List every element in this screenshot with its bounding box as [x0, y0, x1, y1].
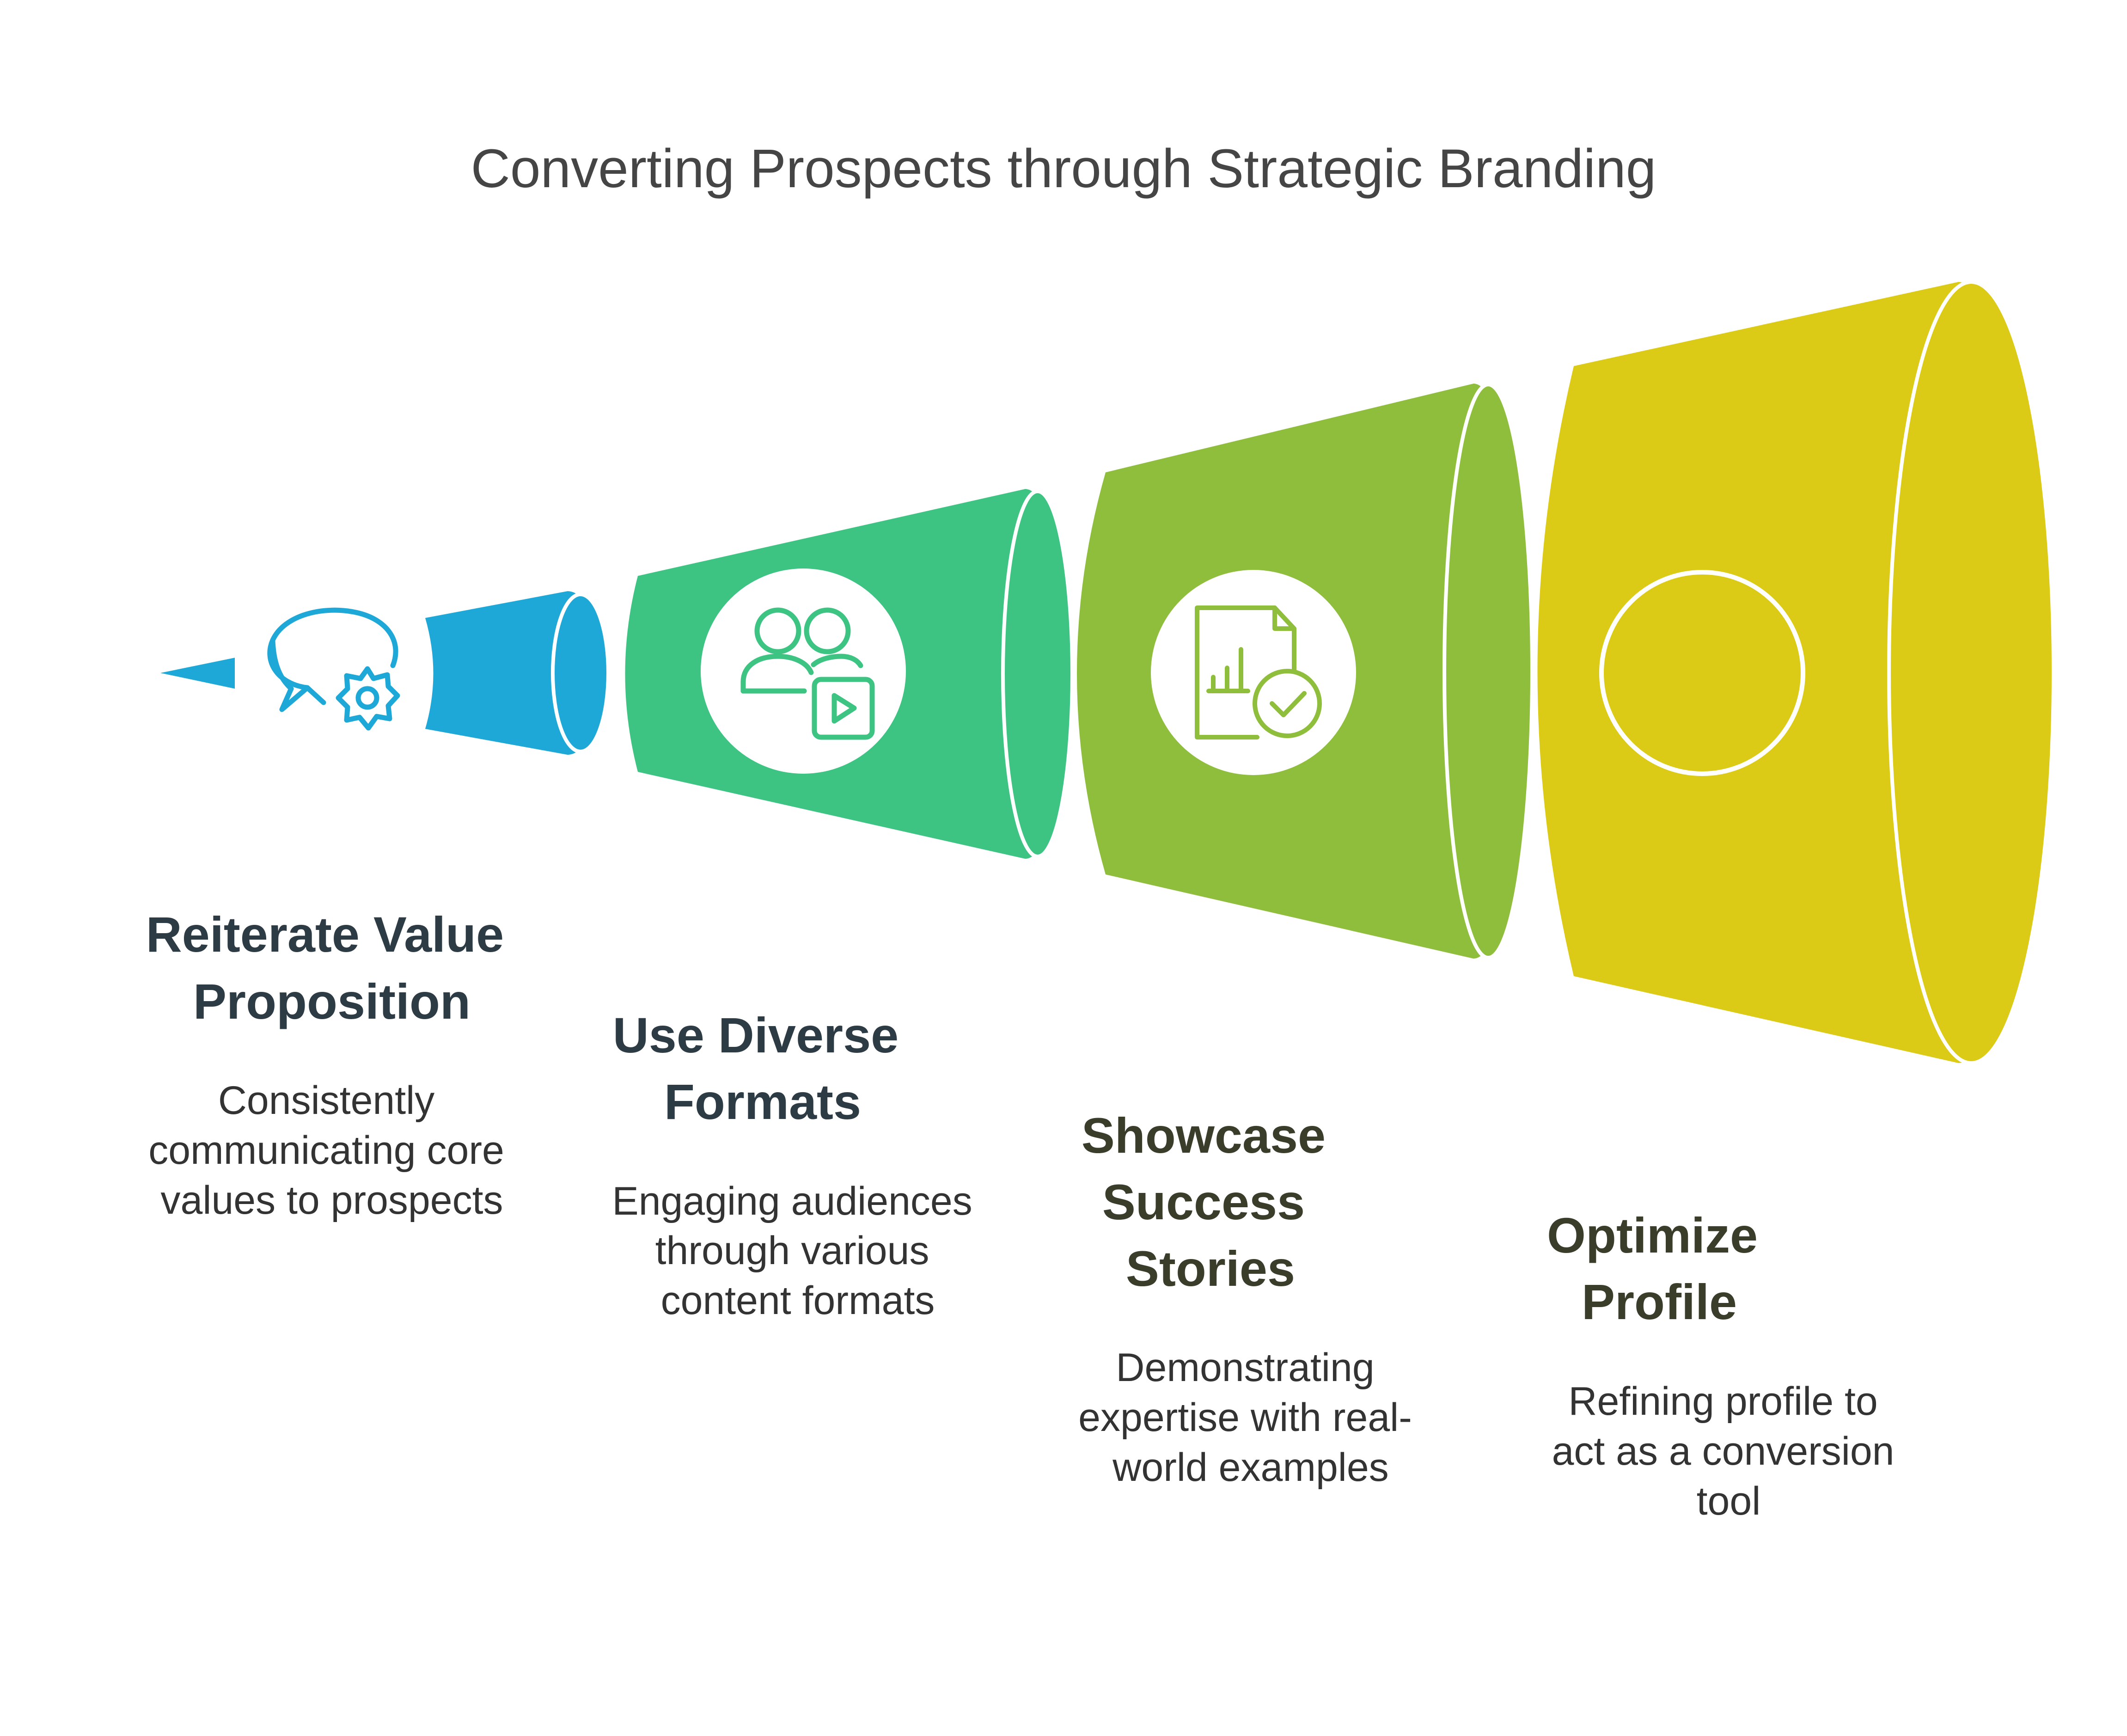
stage-4-desc-line-1: Refining profile to	[1568, 1379, 1877, 1424]
svg-text:Use Diverse Formats: Use Diverse Formats	[613, 1007, 912, 1130]
stage-2-desc-line-3: content formats	[661, 1278, 935, 1323]
stage-4-desc-line-3: tool	[1697, 1479, 1761, 1523]
people-video-icon	[740, 607, 875, 740]
svg-text:Engaging audiences throu: Engaging audiences through various conte…	[612, 1179, 983, 1323]
chat-gear-icon	[267, 607, 400, 731]
stage-2-desc-line-1: Engaging audiences	[612, 1179, 972, 1223]
stage-2-heading-line-1: Use Diverse	[613, 1007, 898, 1063]
svg-text:Showcase Success S: Showcase Success Stories	[1082, 1107, 1339, 1296]
stage-2-desc-line-2: through various	[655, 1229, 929, 1273]
stage-4-desc-line-2: act as a conversion	[1552, 1429, 1895, 1473]
stage-3-heading-line-3: Stories	[1126, 1241, 1295, 1296]
funnel-tip	[160, 658, 235, 689]
stage-3-heading-line-2: Success	[1102, 1174, 1305, 1230]
stage-3-desc-line-2: expertise with real-	[1078, 1395, 1412, 1440]
stage-2-heading-line-2: Formats	[664, 1074, 861, 1130]
stage-1-label: Reiterate Value Proposition Consistently…	[146, 906, 518, 1223]
svg-text:Optimize Profile: Optimize Profile	[1547, 1207, 1772, 1330]
stage-4-label: Optimize Profile Refining profile to act…	[1547, 1207, 1906, 1523]
svg-text:Refining profile to act: Refining profile to act as a conversion …	[1552, 1379, 1906, 1523]
stage-2-label: Use Diverse Formats Engaging audiences t…	[612, 1007, 983, 1323]
stage-4-heading-line-2: Profile	[1582, 1274, 1737, 1330]
stage-3-heading-line-1: Showcase	[1082, 1107, 1326, 1163]
stage-1-heading-line-1: Reiterate Value	[146, 906, 504, 962]
page-title: Converting Prospects through Strategic B…	[471, 138, 1656, 199]
circle-icon	[1599, 570, 1805, 776]
icon-circle-3	[1151, 570, 1356, 775]
svg-text:Consistently communicati: Consistently communicating core values t…	[148, 1078, 515, 1223]
stage-3-desc-line-1: Demonstrating	[1116, 1345, 1374, 1390]
funnel-segment-4	[1537, 280, 2055, 1065]
stage-3-label: Showcase Success Stories Demonstrating e…	[1078, 1107, 1423, 1490]
stage-1-desc-line-3: values to prospects	[161, 1178, 503, 1223]
stage-3-desc-line-3: world examples	[1112, 1445, 1388, 1490]
funnel-segment-1	[425, 591, 610, 755]
stage-4-heading-line-1: Optimize	[1547, 1207, 1758, 1263]
svg-text:Demonstrating expertise: Demonstrating expertise with real- world…	[1078, 1345, 1423, 1490]
icon-circle-2	[701, 568, 906, 774]
stage-1-heading-line-2: Proposition	[193, 973, 471, 1029]
stage-1-desc-line-1: Consistently	[218, 1078, 434, 1123]
document-chart-check-icon	[1195, 605, 1322, 740]
stage-1-desc-line-2: communicating core	[148, 1128, 504, 1173]
svg-text:Reiterate Value Proposit: Reiterate Value Proposition	[146, 906, 518, 1029]
